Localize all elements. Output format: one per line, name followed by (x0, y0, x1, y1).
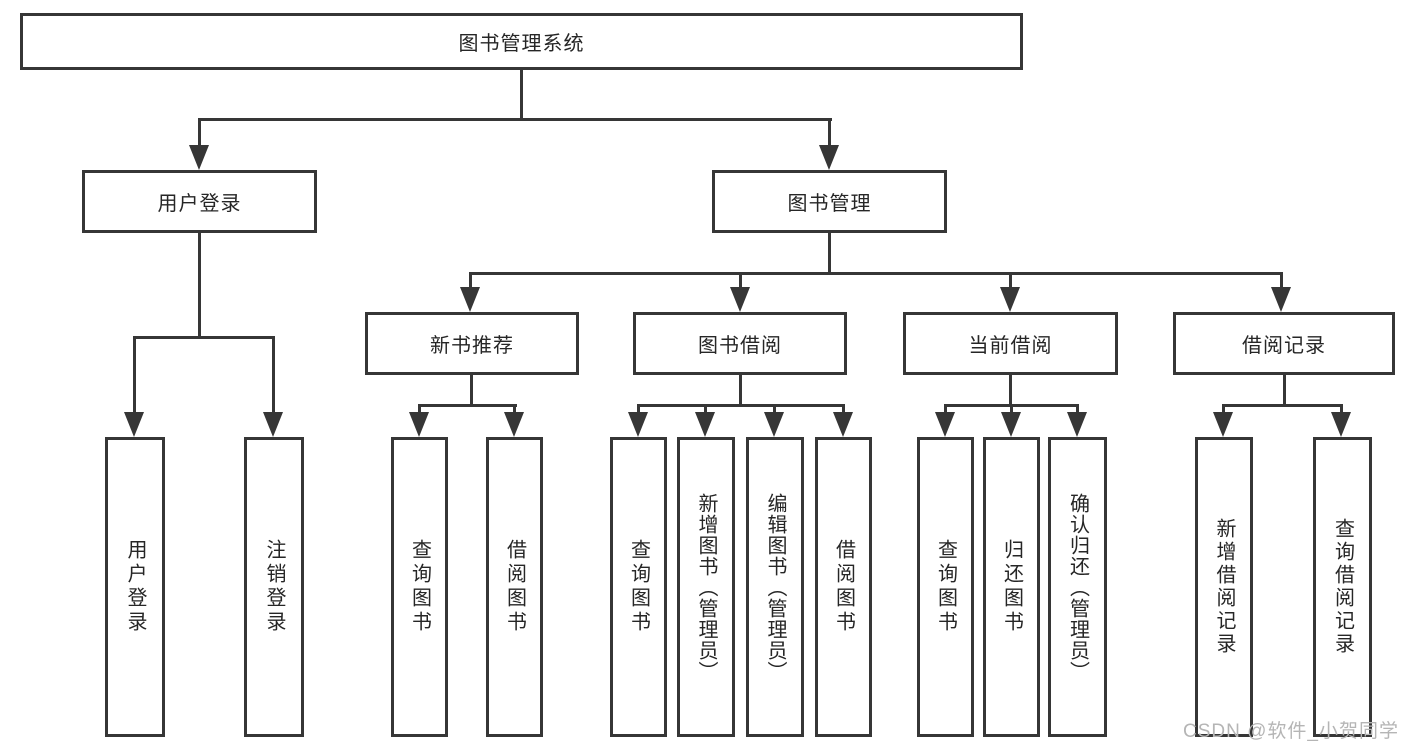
connector-line (1009, 375, 1012, 407)
leaf-cb-query-book-label: 查询图书 (934, 539, 957, 635)
arrow-down-icon (935, 412, 955, 437)
connector-line (1222, 404, 1225, 416)
leaf-logout-label: 注销登录 (263, 539, 285, 635)
connector-line (133, 336, 275, 339)
leaf-nbr-query-book-label: 查询图书 (408, 539, 431, 635)
leaf-bb-query-book-label: 查询图书 (627, 539, 650, 635)
leaf-user-login-label: 用户登录 (124, 539, 146, 635)
arrow-down-icon (409, 412, 429, 437)
node-root-label: 图书管理系统 (458, 33, 585, 55)
csdn-watermark: CSDN @软件_小贺同学 (1183, 721, 1399, 742)
leaf-bb-edit-book-label: 编辑图书（管理员） (764, 492, 786, 682)
node-user-login-label: 用户登录 (157, 193, 242, 215)
leaf-br-query-record-label: 查询借阅记录 (1331, 518, 1354, 656)
arrow-down-icon (628, 412, 648, 437)
arrow-down-icon (695, 412, 715, 437)
leaf-cb-confirm-return: 确认归还（管理员） (1048, 437, 1107, 737)
arrow-down-icon (1001, 412, 1021, 437)
leaf-user-login: 用户登录 (105, 437, 165, 737)
connector-line (739, 272, 742, 290)
leaf-bb-borrow-book: 借阅图书 (815, 437, 872, 737)
connector-line (1009, 272, 1012, 290)
leaf-logout: 注销登录 (244, 437, 304, 737)
connector-line (1340, 404, 1343, 416)
connector-line (842, 404, 845, 416)
connector-line (773, 404, 776, 416)
leaf-nbr-borrow-book: 借阅图书 (486, 437, 543, 737)
arrow-down-icon (764, 412, 784, 437)
leaf-br-add-record: 新增借阅记录 (1195, 437, 1253, 737)
arrow-down-icon (1067, 412, 1087, 437)
connector-line (1283, 375, 1286, 407)
connector-line (198, 118, 201, 148)
leaf-bb-borrow-book-label: 借阅图书 (832, 539, 855, 635)
node-book-mgmt-label: 图书管理 (787, 193, 872, 215)
arrow-down-icon (263, 412, 283, 437)
leaf-cb-confirm-return-label: 确认归还（管理员） (1066, 492, 1089, 682)
node-book-borrow-label: 图书借阅 (698, 335, 782, 357)
arrow-down-icon (189, 145, 209, 170)
arrow-down-icon (819, 145, 839, 170)
arrow-down-icon (1331, 412, 1351, 437)
connector-line (469, 272, 472, 290)
connector-line (133, 336, 136, 416)
connector-line (469, 272, 1283, 275)
node-user-login: 用户登录 (82, 170, 317, 233)
connector-line (470, 375, 473, 407)
node-current-borrow: 当前借阅 (903, 312, 1118, 375)
connector-line (418, 404, 517, 407)
arrow-down-icon (504, 412, 524, 437)
connector-line (1076, 404, 1079, 416)
leaf-bb-query-book: 查询图书 (610, 437, 667, 737)
leaf-bb-add-book-label: 新增图书（管理员） (695, 492, 717, 682)
arrow-down-icon (833, 412, 853, 437)
connector-line (828, 118, 831, 148)
connector-line (637, 404, 640, 416)
connector-line (1010, 404, 1013, 416)
connector-line (272, 336, 275, 416)
connector-line (1222, 404, 1343, 407)
node-new-book-rec: 新书推荐 (365, 312, 579, 375)
arrow-down-icon (730, 287, 750, 312)
node-borrow-records: 借阅记录 (1173, 312, 1395, 375)
connector-line (704, 404, 707, 416)
leaf-br-query-record: 查询借阅记录 (1313, 437, 1372, 737)
arrow-down-icon (460, 287, 480, 312)
connector-line (739, 375, 742, 407)
connector-line (520, 68, 523, 121)
arrow-down-icon (124, 412, 144, 437)
connector-line (198, 233, 201, 339)
leaf-cb-query-book: 查询图书 (917, 437, 974, 737)
arrow-down-icon (1000, 287, 1020, 312)
arrow-down-icon (1271, 287, 1291, 312)
connector-line (513, 404, 516, 416)
connector-line (828, 233, 831, 275)
node-root: 图书管理系统 (20, 13, 1023, 70)
connector-line (944, 404, 947, 416)
connector-line (198, 118, 832, 121)
leaf-br-add-record-label: 新增借阅记录 (1213, 518, 1235, 656)
connector-line (637, 404, 845, 407)
leaf-bb-edit-book: 编辑图书（管理员） (746, 437, 804, 737)
leaf-nbr-borrow-book-label: 借阅图书 (503, 539, 526, 635)
connector-line (1280, 272, 1283, 290)
leaf-nbr-query-book: 查询图书 (391, 437, 448, 737)
node-current-borrow-label: 当前借阅 (968, 335, 1053, 357)
node-book-mgmt: 图书管理 (712, 170, 947, 233)
leaf-cb-return-book: 归还图书 (983, 437, 1040, 737)
node-new-book-rec-label: 新书推荐 (430, 335, 514, 357)
leaf-bb-add-book: 新增图书（管理员） (677, 437, 735, 737)
node-borrow-records-label: 借阅记录 (1242, 335, 1326, 357)
connector-line (418, 404, 421, 416)
node-book-borrow: 图书借阅 (633, 312, 847, 375)
leaf-cb-return-book-label: 归还图书 (1000, 539, 1023, 635)
arrow-down-icon (1213, 412, 1233, 437)
